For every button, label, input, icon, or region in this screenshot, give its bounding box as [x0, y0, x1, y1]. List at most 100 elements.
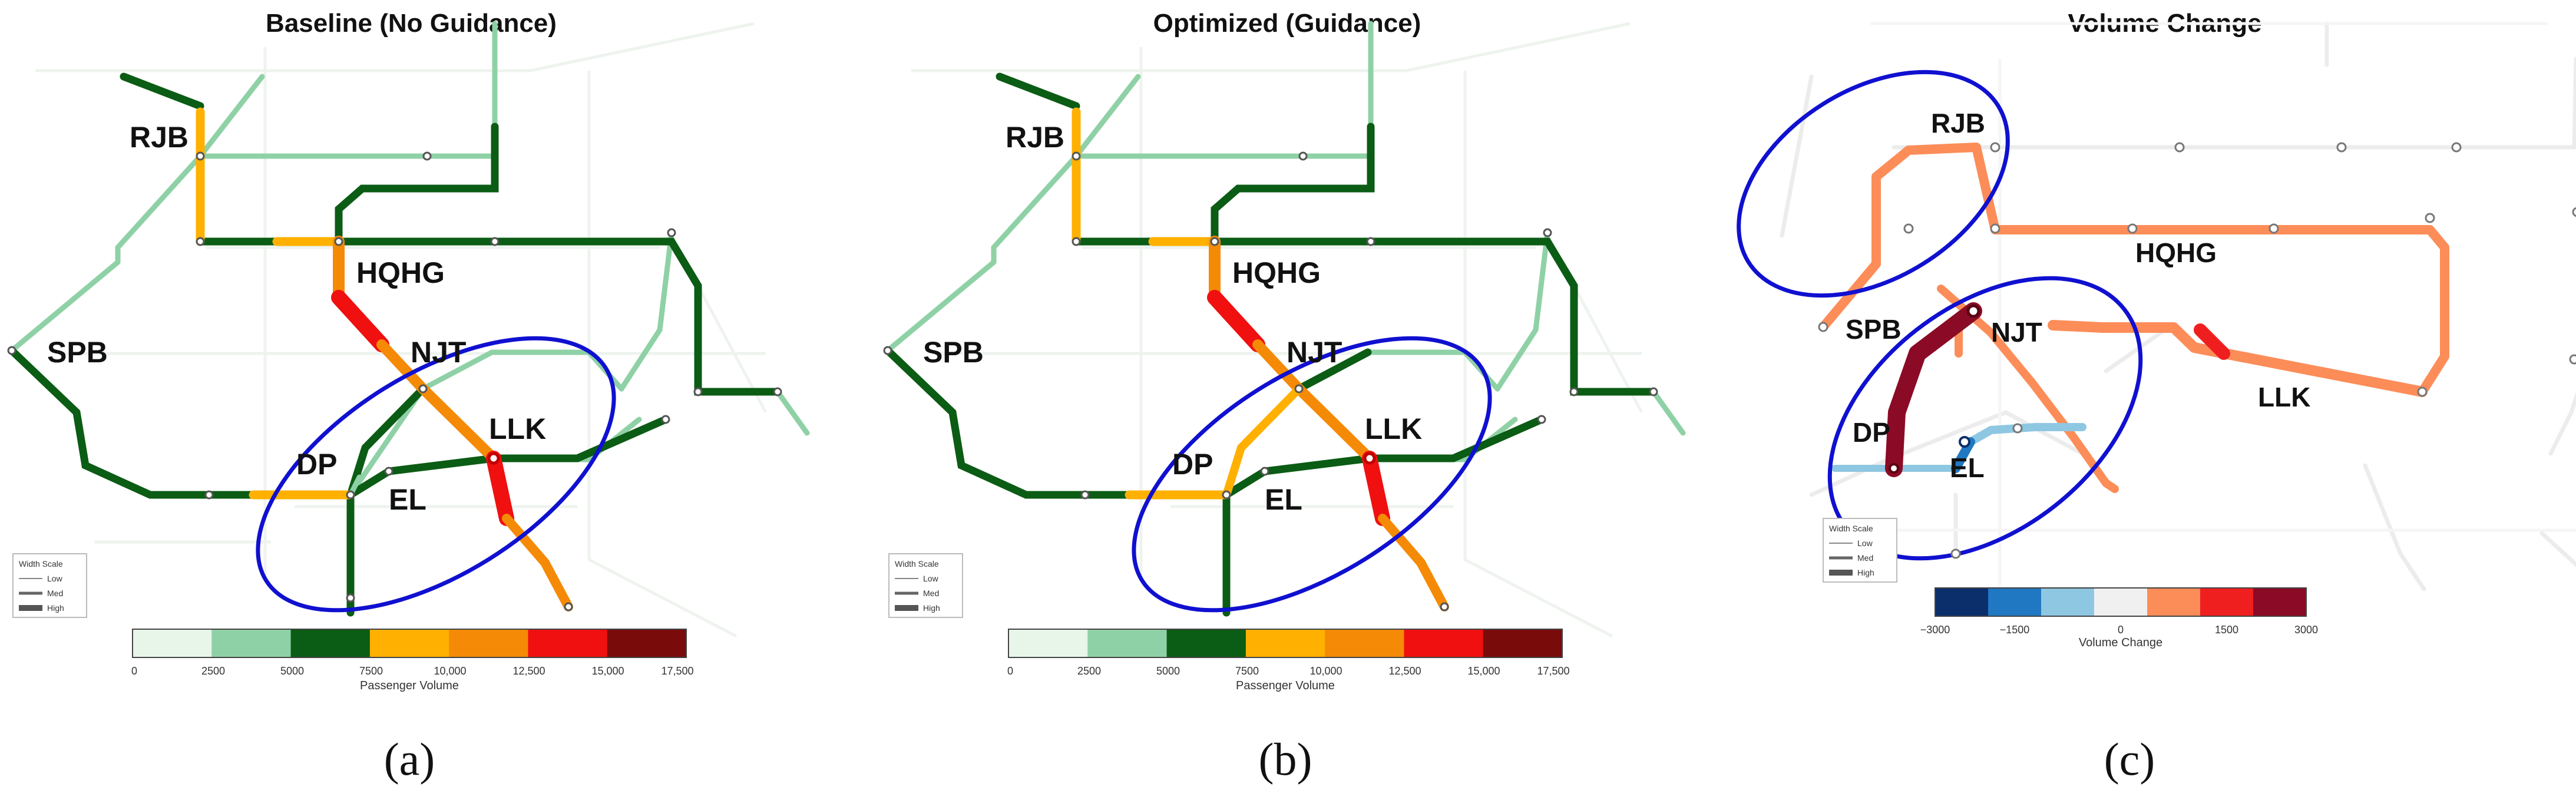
- colorbar-tick: 10,000: [434, 665, 466, 677]
- colorbar-cell: [1087, 629, 1168, 657]
- highlight-ellipse: [256, 336, 616, 613]
- colorbar-tick: 2500: [1077, 665, 1101, 677]
- colorbar-tick: 0: [2118, 624, 2124, 636]
- colorbar-cell: [2041, 588, 2095, 616]
- colorbar-cell: [2147, 588, 2201, 616]
- width-scale-med: Med: [47, 589, 63, 598]
- colorbar: −3000 −1500 0 1500 3000 Volume Change: [1920, 587, 2318, 649]
- colorbar-tick: 0: [1007, 665, 1013, 677]
- station-label-njt: NJT: [1991, 317, 2042, 348]
- highlight-ellipse: [1132, 336, 1492, 613]
- width-scale-med: Med: [1857, 553, 1873, 563]
- increase-lines: [1818, 143, 2449, 493]
- colorbar-cell: [528, 629, 608, 657]
- colorbar-cell: [1483, 629, 1563, 657]
- station-label-rjb: RJB: [130, 121, 189, 154]
- panel-volume-change: Volume Change: [1737, 9, 2576, 785]
- colorbar-cell: [1008, 629, 1088, 657]
- colorbar-tick: 7500: [359, 665, 383, 677]
- station-labels: RJB HQHG SPB NJT LLK DP EL: [923, 121, 1422, 516]
- colorbar-label: Passenger Volume: [360, 679, 459, 692]
- station-label-rjb: RJB: [1931, 108, 1985, 138]
- width-scale-low: Low: [923, 574, 939, 583]
- station-label-hqhg: HQHG: [2135, 237, 2217, 268]
- width-scale-legend: Width Scale Low Med High: [12, 553, 87, 618]
- colorbar-ticks: 0 2500 5000 7500 10,000 12,500 15,000 17…: [131, 665, 694, 677]
- colorbar-cell: [607, 629, 687, 657]
- background-network: [911, 22, 1644, 638]
- station-label-spb: SPB: [1846, 314, 1902, 345]
- colorbar-ticks: 0 2500 5000 7500 10,000 12,500 15,000 17…: [1007, 665, 1570, 677]
- station-label-spb: SPB: [47, 336, 108, 369]
- colorbar-tick: 12,500: [1388, 665, 1421, 677]
- station-label-dp: DP: [296, 448, 337, 481]
- station-label-el: EL: [1950, 452, 1985, 483]
- colorbar-tick: 17,500: [661, 665, 693, 677]
- panel-caption: (b): [1259, 733, 1312, 785]
- station-labels: RJB HQHG SPB NJT LLK DP EL: [47, 121, 546, 516]
- width-scale-low: Low: [47, 574, 63, 583]
- colorbar-cell: [1325, 629, 1404, 657]
- station-label-spb: SPB: [923, 336, 984, 369]
- colorbar-tick: −1500: [2000, 624, 2030, 636]
- colorbar: 0 2500 5000 7500 10,000 12,500 15,000 17…: [131, 629, 694, 692]
- colorbar-tick: 12,500: [512, 665, 545, 677]
- colorbar-cell: [211, 629, 292, 657]
- station-label-el: EL: [389, 483, 426, 516]
- colorbar-tick: 2500: [201, 665, 225, 677]
- colorbar-cell: [1245, 629, 1325, 657]
- dark-green-lines: [884, 72, 1658, 617]
- colorbar-cell: [1166, 629, 1246, 657]
- width-scale-med: Med: [923, 589, 939, 598]
- unchanged-lines: [1780, 21, 2576, 591]
- colorbar-tick: 17,500: [1537, 665, 1569, 677]
- colorbar-tick: 15,000: [1467, 665, 1500, 677]
- colorbar-tick: 10,000: [1310, 665, 1342, 677]
- station-label-dp: DP: [1853, 417, 1890, 448]
- colorbar-label: Passenger Volume: [1236, 679, 1335, 692]
- width-scale-legend: Width Scale Low Med High: [1823, 518, 1897, 583]
- station-nodes: [883, 151, 1658, 611]
- station-label-njt: NJT: [1287, 336, 1342, 369]
- colorbar-tick: 5000: [1156, 665, 1180, 677]
- colorbar-cell: [1935, 588, 1989, 616]
- width-scale-high: High: [1857, 568, 1874, 577]
- colorbar-tick: 1500: [2215, 624, 2238, 636]
- colorbar-cell: [449, 629, 528, 657]
- width-scale-low: Low: [1857, 538, 1873, 548]
- panel-optimized: Optimized (Guidance): [883, 9, 1686, 785]
- colorbar-cell: [369, 629, 449, 657]
- station-label-njt: NJT: [411, 336, 466, 369]
- dark-green-lines: [8, 72, 782, 617]
- panel-title: Baseline (No Guidance): [266, 9, 557, 38]
- station-label-hqhg: HQHG: [1232, 256, 1321, 289]
- colorbar-label: Volume Change: [2079, 636, 2162, 649]
- width-scale-high: High: [47, 603, 64, 613]
- strong-increase-lines: [1885, 302, 1982, 477]
- colorbar-tick: 15,000: [591, 665, 624, 677]
- colorbar-cell: [2253, 588, 2307, 616]
- station-nodes: [7, 151, 782, 611]
- colorbar-cell: [2200, 588, 2254, 616]
- colorbar: 0 2500 5000 7500 10,000 12,500 15,000 17…: [1007, 629, 1570, 692]
- width-scale-title: Width Scale: [895, 559, 939, 568]
- width-scale-high: High: [923, 603, 940, 613]
- colorbar-cell: [1988, 588, 2042, 616]
- colorbar-cell: [1404, 629, 1484, 657]
- panel-caption: (a): [384, 733, 435, 785]
- colorbar-tick: 0: [131, 665, 137, 677]
- panel-title: Optimized (Guidance): [1153, 9, 1421, 38]
- station-label-el: EL: [1265, 483, 1302, 516]
- station-label-llk: LLK: [2258, 382, 2310, 412]
- panel-baseline: Baseline (No Guidance): [7, 9, 810, 785]
- colorbar-cell: [133, 629, 212, 657]
- width-scale-title: Width Scale: [19, 559, 63, 568]
- background-network: [35, 22, 768, 638]
- colorbar-ticks: −3000 −1500 0 1500 3000: [1920, 624, 2318, 636]
- station-label-hqhg: HQHG: [356, 256, 445, 289]
- colorbar-cell: [2094, 588, 2148, 616]
- light-green-lines: [9, 21, 810, 489]
- station-label-llk: LLK: [1365, 412, 1422, 445]
- station-labels: RJB HQHG SPB NJT LLK DP EL: [1846, 108, 2310, 483]
- station-nodes: [1818, 142, 2576, 559]
